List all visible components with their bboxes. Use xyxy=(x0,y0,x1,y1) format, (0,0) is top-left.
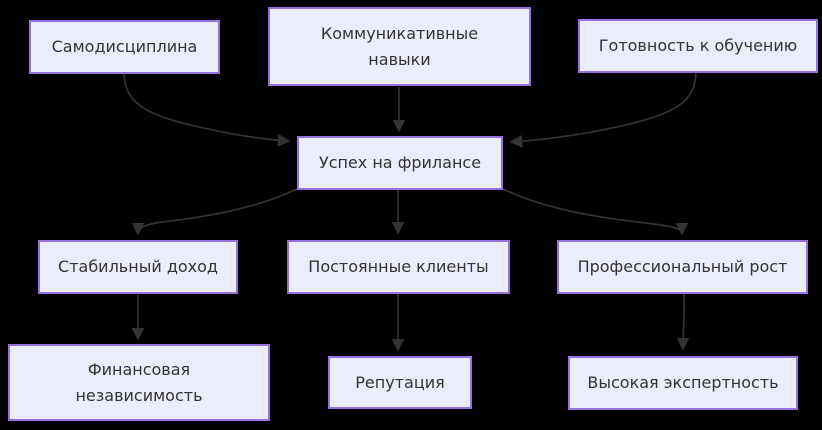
node-regular-clients: Постоянные клиенты xyxy=(287,240,510,294)
node-stable-income: Стабильный доход xyxy=(38,240,238,294)
node-label: Коммуникативные навыки xyxy=(320,23,479,69)
node-self-discipline: Самодисциплина xyxy=(29,20,220,74)
node-label: Успех на фрилансе xyxy=(318,153,482,172)
node-label: Профессиональный рост xyxy=(577,257,788,276)
node-reputation: Репутация xyxy=(328,356,472,409)
edge-readiness-to-learn-to-freelance-success xyxy=(509,72,697,148)
node-label: Финансовая независимость xyxy=(75,359,203,405)
edge-freelance-success-to-stable-income xyxy=(131,188,298,236)
edge-freelance-success-to-professional-growth xyxy=(502,188,689,236)
node-professional-growth: Профессиональный рост xyxy=(557,240,808,294)
edge-self-discipline-to-freelance-success xyxy=(123,73,291,147)
node-label: Стабильный доход xyxy=(58,257,218,276)
node-label: Постоянные клиенты xyxy=(308,257,489,276)
node-readiness-to-learn: Готовность к обучению xyxy=(578,19,818,73)
edge-professional-growth-to-high-expertise xyxy=(676,293,690,351)
node-label: Готовность к обучению xyxy=(598,36,798,55)
node-high-expertise: Высокая экспертность xyxy=(568,356,798,410)
node-label: Самодисциплина xyxy=(51,37,198,56)
node-communication-skills: Коммуникативные навыки xyxy=(268,7,531,86)
node-label: Высокая экспертность xyxy=(587,373,779,392)
node-label: Репутация xyxy=(355,372,445,392)
node-freelance-success: Успех на фрилансе xyxy=(297,136,503,190)
node-financial-independence: Финансовая независимость xyxy=(8,344,270,421)
